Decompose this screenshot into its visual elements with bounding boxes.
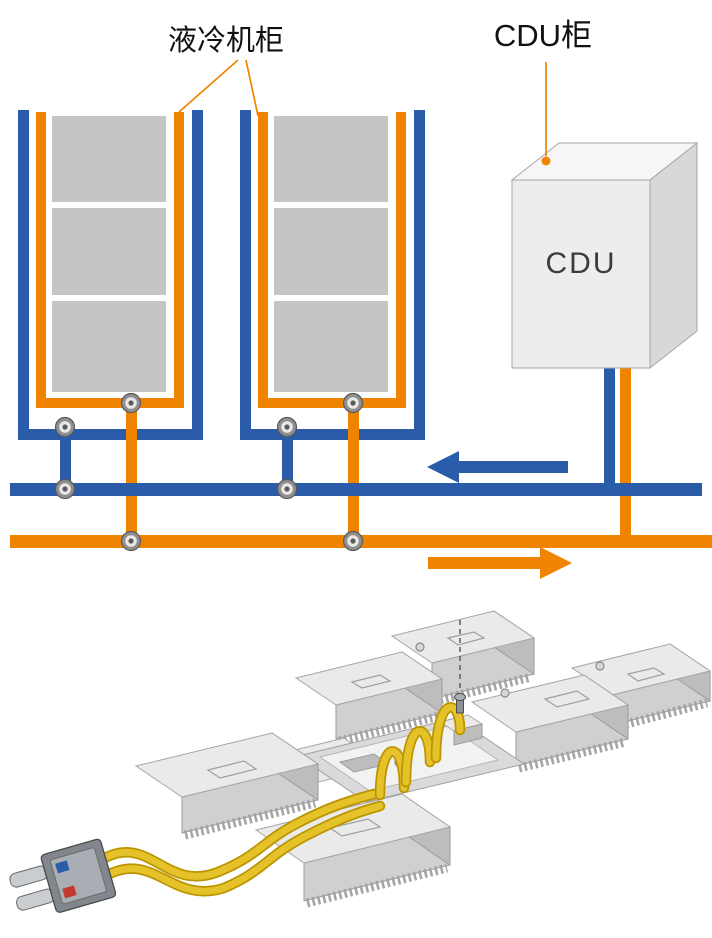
cold-plate-top [294, 651, 444, 706]
schematic-section: CDU 液冷机柜 CDU柜 [10, 18, 712, 579]
valve-icon [120, 392, 142, 414]
supply-pipe-bottom [36, 398, 184, 408]
server-block [52, 116, 166, 202]
cold-plate [470, 674, 630, 773]
rack-cabinet-1 [18, 110, 203, 545]
rack-cabinet-2 [240, 110, 425, 545]
supply-pipe-bottom [258, 398, 406, 408]
fin-array [517, 737, 627, 773]
etched-port [626, 667, 666, 682]
return-pipe-right [414, 110, 425, 440]
return-manifold [10, 483, 702, 496]
spring-screw [595, 661, 605, 671]
server-block [274, 208, 388, 295]
cold-plate [390, 610, 536, 706]
supply-pipe-left [36, 112, 46, 408]
supply-flow-arrow [428, 547, 572, 579]
screw-head [454, 693, 466, 701]
valve-icon [276, 478, 298, 500]
cabinet-callout-label: 液冷机柜 [168, 24, 284, 57]
connector-port [9, 865, 48, 888]
etched-port [350, 674, 392, 689]
cdu-supply-pipe [620, 368, 631, 544]
coolant-tubes [86, 702, 466, 897]
coolant-tube [92, 802, 384, 895]
valve-icon [342, 530, 364, 552]
connector-port [16, 888, 55, 911]
valves [54, 392, 364, 552]
coolant-tube [88, 790, 378, 880]
cdu-box-label: CDU [546, 247, 617, 280]
cdu-box-side [649, 141, 698, 370]
cdu-cabinet: CDU [510, 141, 699, 544]
cdu-callout-label: CDU柜 [494, 18, 592, 53]
valve-icon [276, 416, 298, 438]
cold-plate [254, 793, 452, 908]
spring-screw [415, 642, 425, 652]
callout-leader-dot [541, 156, 551, 166]
cold-plate [134, 732, 320, 840]
return-pipe-left [240, 110, 251, 440]
cold-plate-top [390, 610, 536, 664]
etched-port [328, 818, 382, 837]
hot-port-marker [62, 885, 77, 899]
fin-array [613, 698, 709, 732]
fin-array [305, 863, 449, 908]
coolant-tube-loop [432, 703, 464, 762]
valve-icon [120, 530, 142, 552]
coldplate-illustration [9, 610, 712, 913]
valve-icon [342, 392, 364, 414]
etched-port [543, 690, 591, 708]
callout-leader-line [245, 59, 259, 117]
cdu-box-front [511, 179, 651, 369]
server-block [274, 301, 388, 392]
valve-icon [54, 478, 76, 500]
screw-assembly [454, 620, 466, 714]
supply-pipe-right [174, 112, 184, 408]
return-pipe-left [18, 110, 29, 440]
server-block [274, 116, 388, 202]
etched-port [446, 631, 486, 646]
fin-array [183, 798, 317, 840]
return-flow-arrow [427, 451, 568, 483]
valve-icon [54, 416, 76, 438]
supply-pipe-left [258, 112, 268, 408]
callouts: 液冷机柜 CDU柜 [168, 18, 592, 166]
etched-port [206, 760, 258, 779]
cold-port-marker [55, 860, 70, 874]
cold-plate-top [470, 674, 630, 733]
return-pipe-bottom [18, 429, 203, 440]
callout-leader-line [178, 59, 239, 113]
coolant-tube-loop [402, 727, 434, 786]
return-drop-pipe [282, 429, 293, 493]
quick-connector [9, 838, 117, 913]
return-drop-pipe [60, 429, 71, 493]
cdu-return-pipe [604, 368, 615, 496]
supply-pipe-right [396, 112, 406, 408]
return-pipe-right [192, 110, 203, 440]
spring-screw [500, 688, 510, 698]
return-pipe-bottom [240, 429, 425, 440]
cold-plate [294, 651, 444, 746]
supply-drop-pipe [126, 398, 137, 545]
cold-plate [570, 643, 712, 732]
server-block [52, 301, 166, 392]
server-block [52, 208, 166, 295]
supply-drop-pipe [348, 398, 359, 545]
fin-array [337, 711, 441, 746]
